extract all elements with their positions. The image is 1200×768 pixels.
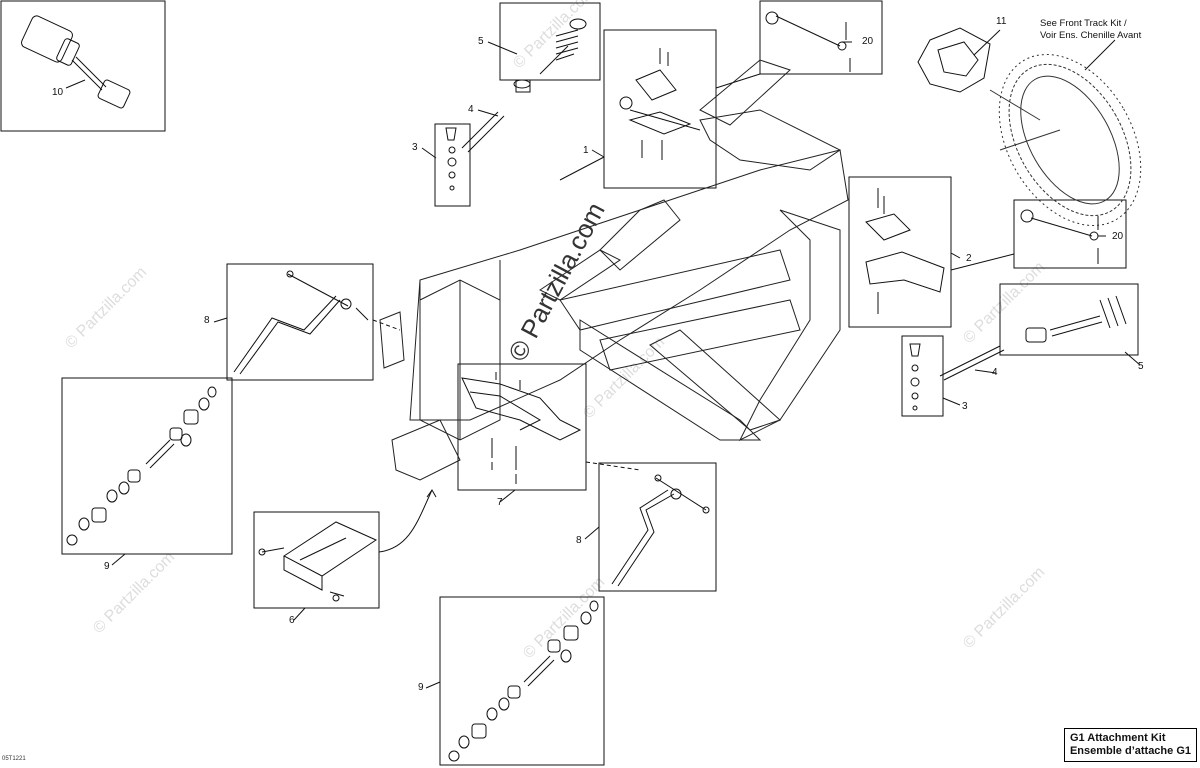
callout-20[interactable]: 20	[862, 36, 874, 47]
part-box-9-left	[61, 377, 233, 555]
callout-5[interactable]: 5	[478, 36, 484, 47]
part-box-1	[603, 29, 717, 189]
kit-title-fr: Ensemble d’attache G1	[1069, 745, 1191, 757]
callout-5[interactable]: 5	[1138, 361, 1144, 372]
callout-6[interactable]: 6	[289, 615, 295, 626]
callout-9[interactable]: 9	[418, 682, 424, 693]
kit-title-en: G1 Attachment Kit	[1069, 732, 1166, 744]
plate-6	[258, 521, 378, 602]
callout-7[interactable]: 7	[497, 497, 503, 508]
callout-4[interactable]: 4	[468, 104, 474, 115]
spring-assembly-right	[909, 295, 1127, 411]
bracket-2	[865, 188, 945, 314]
bushing-set-9-bottom	[448, 600, 599, 762]
part-box-5-right	[999, 283, 1139, 356]
part-box-3-top	[434, 123, 471, 207]
part-box-8-left	[226, 263, 374, 381]
callout-8[interactable]: 8	[576, 535, 582, 546]
part-box-10	[0, 0, 166, 132]
part-box-5-top	[499, 2, 601, 81]
callout-10[interactable]: 10	[52, 87, 64, 98]
callout-2[interactable]: 2	[966, 253, 972, 264]
part-box-6	[253, 511, 380, 609]
callout-11[interactable]: 11	[996, 16, 1007, 27]
kit-title-box: G1 Attachment Kit Ensemble d’attache G1	[1063, 728, 1197, 762]
bracket-1	[619, 48, 701, 160]
arrow-6-to-frame	[378, 489, 433, 553]
spring-assembly-top	[445, 18, 587, 191]
callout-20[interactable]: 20	[1112, 231, 1124, 242]
part-box-8-right	[598, 462, 717, 592]
callout-9[interactable]: 9	[104, 561, 110, 572]
callout-4[interactable]: 4	[992, 367, 998, 378]
part-box-3-right	[901, 335, 944, 417]
link-rod-20-right	[1020, 209, 1099, 264]
front-track-note-en: See Front Track Kit /	[1040, 18, 1127, 29]
front-track-note-fr: Voir Ens. Chenille Avant	[1040, 30, 1142, 41]
part-box-2	[848, 176, 952, 328]
bushing-set-9-left	[66, 386, 217, 546]
front-track-plate-11	[917, 27, 991, 93]
part-box-20-top	[759, 0, 883, 75]
callout-3[interactable]: 3	[412, 142, 418, 153]
bracket-7	[461, 372, 582, 484]
callout-1[interactable]: 1	[583, 145, 589, 156]
link-rod-20-top	[765, 11, 851, 72]
drawing-code: 05T1221	[2, 756, 26, 762]
bar-8-right	[611, 474, 710, 587]
front-track-assembly	[989, 54, 1142, 226]
bar-8-left	[233, 270, 369, 375]
part-box-7	[457, 363, 587, 491]
front-track-note: See Front Track Kit / Voir Ens. Chenille…	[1040, 18, 1141, 42]
connector-10	[21, 15, 131, 109]
callout-8[interactable]: 8	[204, 315, 210, 326]
part-box-20-right	[1013, 199, 1127, 269]
part-box-9-bottom	[439, 596, 605, 766]
callout-3[interactable]: 3	[962, 401, 968, 412]
main-frame	[379, 59, 849, 481]
